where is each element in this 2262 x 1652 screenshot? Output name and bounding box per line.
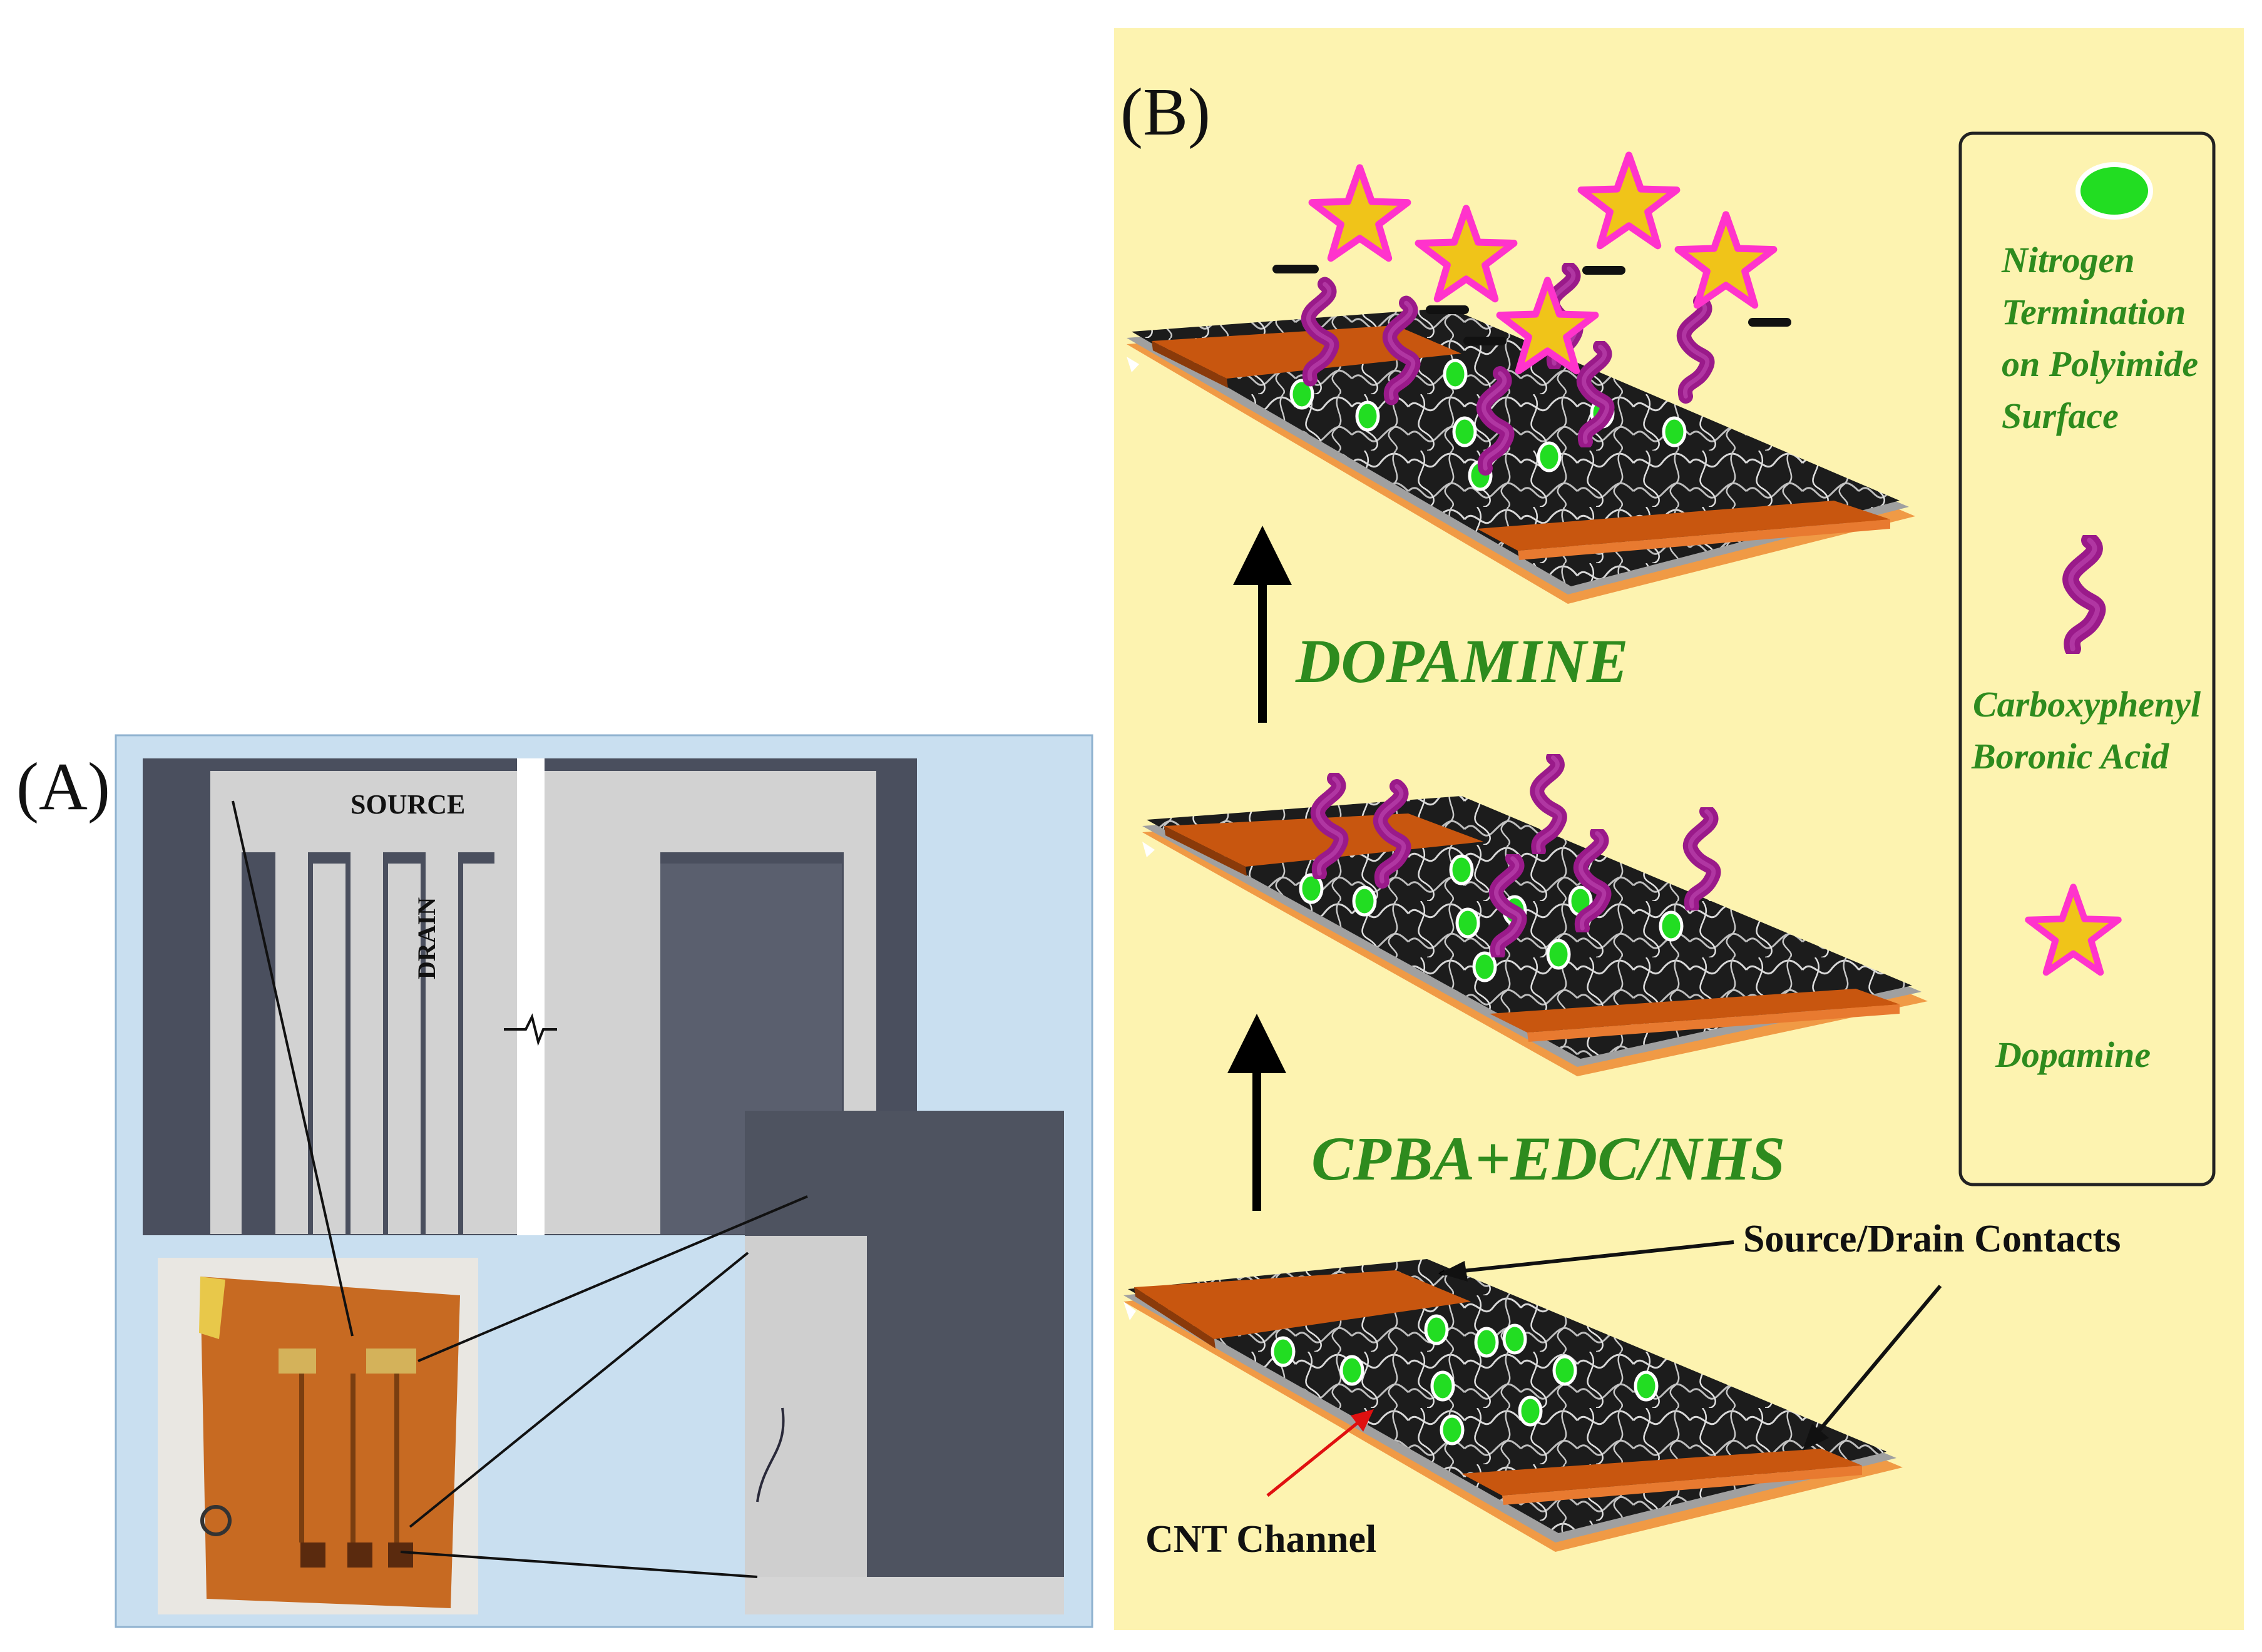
svg-text:on Polyimide: on Polyimide bbox=[2002, 344, 2198, 384]
svg-text:Boronic Acid: Boronic Acid bbox=[1971, 736, 2169, 777]
electrode-micrograph: SOURCE DRAIN bbox=[143, 758, 917, 1235]
negative-charges bbox=[1272, 265, 1791, 345]
annotation-arrows bbox=[1266, 1240, 1942, 1497]
device-bottom bbox=[1123, 1259, 1903, 1552]
legend-dopamine-text: Dopamine bbox=[1995, 1034, 2151, 1075]
device-middle bbox=[1142, 796, 1928, 1076]
green-dot-icon bbox=[2075, 162, 2153, 220]
device-photo bbox=[158, 1258, 478, 1614]
svg-text:Nitrogen: Nitrogen bbox=[2001, 240, 2135, 280]
legend-cpba-text: Carboxyphenyl Boronic Acid bbox=[1971, 684, 2201, 777]
zoom-micrograph bbox=[745, 1111, 1064, 1614]
contacts-annotation: Source/Drain Contacts bbox=[1743, 1218, 2121, 1260]
dots-bottom bbox=[1271, 1314, 1659, 1446]
svg-text:Dopamine: Dopamine bbox=[1995, 1034, 2151, 1075]
channel-annotation: CNT Channel bbox=[1145, 1518, 1376, 1561]
cpba-step-label: CPBA+EDC/NHS bbox=[1311, 1124, 1785, 1193]
svg-text:Carboxyphenyl: Carboxyphenyl bbox=[1973, 684, 2201, 725]
legend-box bbox=[1958, 131, 2216, 1186]
panel-a-label: (A) bbox=[16, 750, 110, 824]
source-label: SOURCE bbox=[351, 789, 465, 820]
panel-b bbox=[1114, 28, 2244, 1630]
panel-a: SOURCE DRAIN bbox=[115, 734, 1093, 1628]
process-arrows bbox=[1227, 526, 1292, 1211]
svg-text:Termination: Termination bbox=[2002, 292, 2186, 332]
dopamine-step-label: DOPAMINE bbox=[1295, 626, 1629, 696]
legend-nitrogen-text: Nitrogen Termination on Polyimide Surfac… bbox=[2001, 240, 2198, 436]
panel-b-label: (B) bbox=[1120, 75, 1210, 150]
svg-text:Surface: Surface bbox=[2002, 395, 2119, 436]
drain-label: DRAIN bbox=[412, 897, 441, 979]
